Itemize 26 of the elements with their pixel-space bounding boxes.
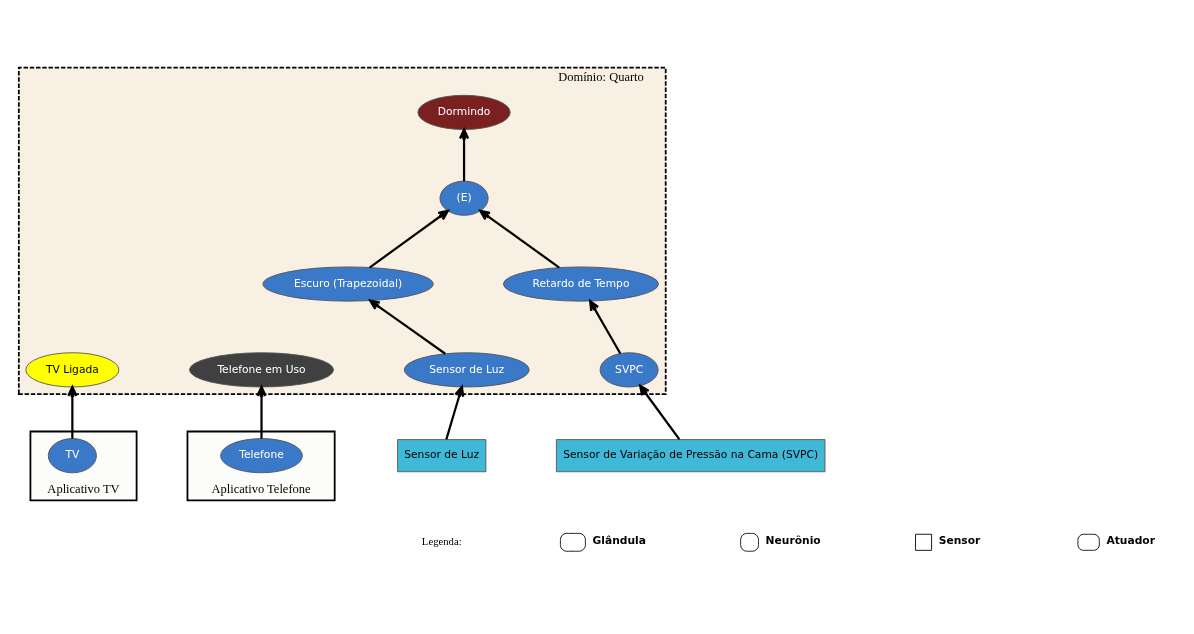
arrow bbox=[479, 209, 560, 268]
node-box: Sensor de Variação de Pressão na Cama (SVPC) bbox=[555, 438, 826, 472]
node-ellipse: Dormindo bbox=[417, 94, 511, 130]
arrow bbox=[458, 127, 470, 181]
node-ellipse: TV bbox=[47, 437, 97, 473]
arrow bbox=[445, 385, 465, 440]
arrow bbox=[368, 209, 449, 268]
arrow bbox=[639, 384, 681, 440]
arrow bbox=[589, 299, 622, 354]
legend-label: Neurônio bbox=[765, 533, 821, 547]
node-box: Sensor de Luz bbox=[397, 438, 487, 472]
node-ellipse: TV Ligada bbox=[25, 351, 120, 387]
arrow bbox=[369, 299, 446, 355]
arrow bbox=[67, 385, 78, 439]
label: Legenda: bbox=[421, 534, 462, 547]
node-ellipse: Sensor de Luz bbox=[403, 351, 530, 387]
node-ellipse: (E) bbox=[439, 180, 489, 216]
node-ellipse: Escuro (Trapezoidal) bbox=[262, 266, 434, 302]
legend-label: Glândula bbox=[592, 533, 646, 547]
node-ellipse: Telefone em Uso bbox=[189, 351, 334, 387]
node-ellipse: Telefone bbox=[220, 437, 303, 473]
node-ellipse: SVPC bbox=[599, 351, 659, 387]
arrow bbox=[256, 385, 267, 439]
node-ellipse: Retardo de Tempo bbox=[502, 266, 659, 302]
legend-label: Atuador bbox=[1106, 533, 1155, 547]
legend-label: Sensor bbox=[938, 533, 981, 547]
